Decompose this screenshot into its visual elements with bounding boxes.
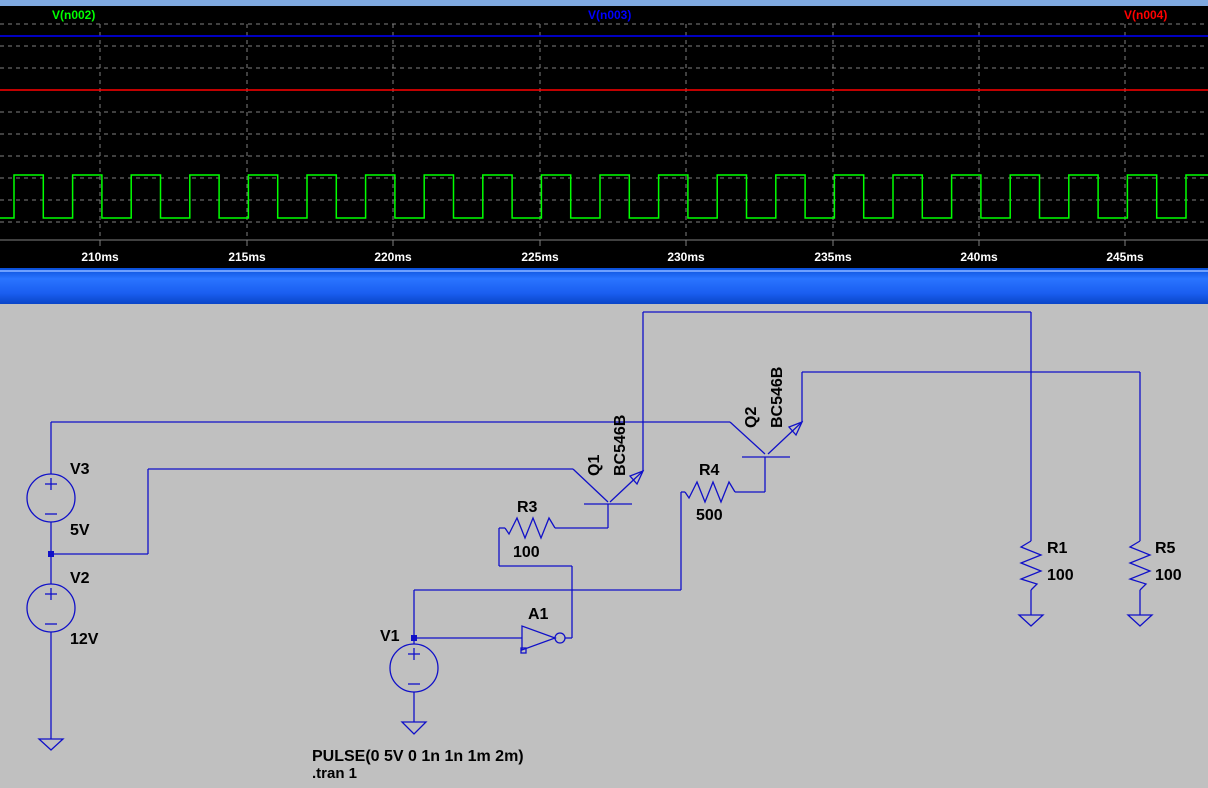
junction-dot <box>411 635 417 641</box>
r4-value: 500 <box>696 507 723 524</box>
r3-value: 100 <box>513 544 540 561</box>
junction-dot <box>48 551 54 557</box>
q2-emitter-arrow <box>787 420 804 437</box>
resistor-r1-symbol <box>1019 540 1043 591</box>
x-tick-label: 220ms <box>374 250 412 264</box>
trace-label-v-n004[interactable]: V(n004) <box>1124 8 1168 22</box>
v3-value: 5V <box>70 522 90 539</box>
divider-highlight <box>0 270 1208 272</box>
r4-name: R4 <box>699 462 720 479</box>
trace-label-v-n002[interactable]: V(n002) <box>52 8 96 22</box>
x-tick-label: 210ms <box>81 250 119 264</box>
q2-emitter <box>767 421 803 455</box>
x-tick-label: 245ms <box>1106 250 1144 264</box>
ground-icon <box>37 738 65 751</box>
horizontal-gridlines <box>0 23 1208 223</box>
x-tick-label: 240ms <box>960 250 998 264</box>
x-tick-label: 215ms <box>228 250 266 264</box>
x-tick-label: 235ms <box>814 250 852 264</box>
ground-icon <box>1017 614 1045 627</box>
resistor-r3-symbol <box>504 516 556 540</box>
window-top-edge <box>0 0 1208 6</box>
ground-icon <box>400 721 428 735</box>
q1-emitter-arrow <box>628 469 645 486</box>
r5-value: 100 <box>1155 567 1182 584</box>
vertical-gridlines <box>99 24 1126 240</box>
v1-name: V1 <box>380 628 400 645</box>
q2-collector <box>729 421 766 455</box>
x-tick-marks <box>99 240 1126 246</box>
trace-v-n002 <box>0 174 1208 219</box>
pulse-directive[interactable]: PULSE(0 5V 0 1n 1n 1m 2m) <box>312 748 524 765</box>
trace-label-v-n003[interactable]: V(n003) <box>588 8 632 22</box>
inverter-a1-pin <box>520 647 527 654</box>
r1-name: R1 <box>1047 540 1068 557</box>
resistor-r4-symbol <box>684 480 736 504</box>
schematic-canvas[interactable] <box>0 304 1208 788</box>
ground-icon <box>1126 614 1154 627</box>
q1-emitter <box>609 470 644 503</box>
q2-model: BC546B <box>769 366 786 428</box>
polarity-marks <box>45 478 420 685</box>
r1-value: 100 <box>1047 567 1074 584</box>
pane-divider-bar[interactable] <box>0 268 1208 304</box>
q1-name: Q1 <box>586 454 603 476</box>
waveform-plot-pane[interactable]: 210ms 215ms 220ms 225ms 230ms 235ms 240m… <box>0 0 1208 268</box>
r5-name: R5 <box>1155 540 1176 557</box>
tran-directive[interactable]: .tran 1 <box>312 765 358 782</box>
schematic-editor-pane[interactable]: V3 5V V2 12V V1 Q1 BC546B Q2 BC546B R3 1… <box>0 304 1208 788</box>
inverter-a1-symbol <box>521 625 557 651</box>
x-tick-labels: 210ms 215ms 220ms 225ms 230ms 235ms 240m… <box>81 250 1144 264</box>
v3-name: V3 <box>70 461 90 478</box>
q2-name: Q2 <box>743 406 760 428</box>
x-tick-label: 225ms <box>521 250 559 264</box>
waveform-plot[interactable]: 210ms 215ms 220ms 225ms 230ms 235ms 240m… <box>0 0 1208 268</box>
q1-collector <box>572 468 609 503</box>
v2-name: V2 <box>70 570 90 587</box>
v2-value: 12V <box>70 631 99 648</box>
a1-name: A1 <box>528 606 549 623</box>
resistor-r5-symbol <box>1128 540 1152 591</box>
r3-name: R3 <box>517 499 538 516</box>
x-tick-label: 230ms <box>667 250 705 264</box>
q1-model: BC546B <box>612 414 629 476</box>
